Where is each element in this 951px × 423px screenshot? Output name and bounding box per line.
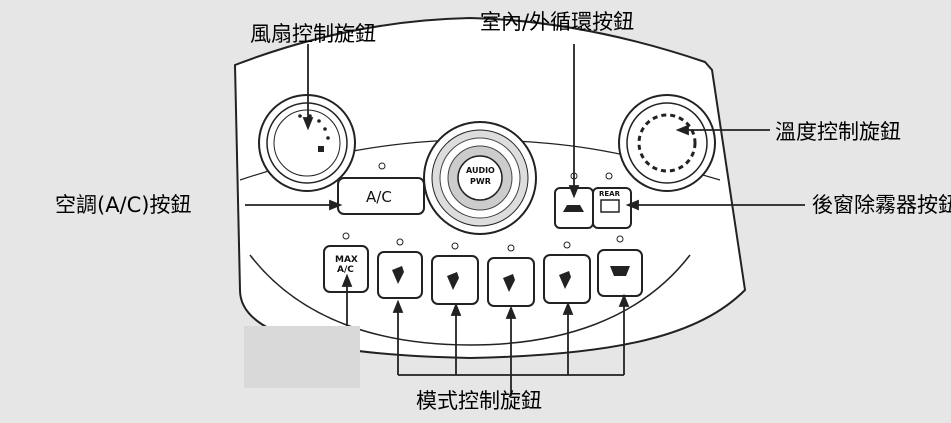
fan-icon	[318, 146, 324, 152]
recirculation-car-icon	[563, 205, 584, 212]
mode-button-row	[323, 232, 643, 307]
callout-recirc: 室內/外循環按鈕	[480, 10, 635, 34]
vent-face-icon	[392, 266, 404, 284]
mode-button-max-ac[interactable]	[323, 245, 369, 293]
gray-block	[244, 326, 360, 388]
leader-lines	[245, 44, 805, 396]
fan-speed-knob[interactable]	[258, 94, 356, 192]
mode-icons	[392, 266, 630, 292]
callout-ac: 空調(A/C)按鈕	[55, 193, 192, 217]
windshield-defrost-icon	[610, 266, 630, 276]
callout-temperature: 溫度控制旋鈕	[775, 120, 901, 144]
fan-scale-dots	[298, 114, 330, 140]
audio-power-knob[interactable]	[423, 121, 537, 235]
max-ac-label-line2: A/C	[337, 265, 354, 275]
callout-rear-defrost: 後窗除霧器按鈕	[812, 193, 951, 217]
bi-level-icon	[447, 272, 459, 290]
ac-button-label: A/C	[366, 188, 392, 206]
rear-button-label: REAR	[599, 190, 620, 198]
audio-label-line2: PWR	[470, 177, 491, 186]
rear-defrost-icon	[600, 199, 620, 213]
floor-defrost-icon	[559, 271, 571, 289]
temperature-knob[interactable]	[618, 94, 716, 192]
max-ac-label-line1: MAX	[335, 255, 358, 265]
ac-button[interactable]	[337, 177, 425, 215]
floor-vent-icon	[503, 274, 515, 292]
callout-mode: 模式控制旋鈕	[416, 389, 542, 413]
audio-label-line1: AUDIO	[466, 166, 495, 175]
rear-defrost-button[interactable]	[592, 187, 632, 229]
callout-fan-speed: 風扇控制旋鈕	[250, 22, 376, 46]
panel-lower-lip	[249, 254, 691, 346]
